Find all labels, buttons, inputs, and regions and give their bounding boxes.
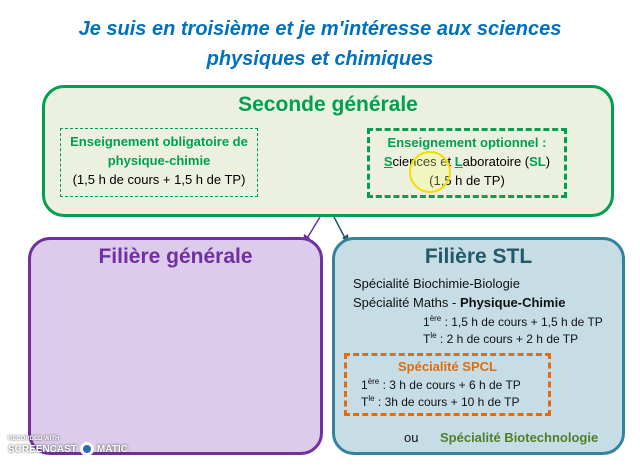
n: 1: [361, 378, 368, 392]
biochimie-label: Biochimie-Biologie: [412, 276, 520, 291]
watermark-logo: SCREENCAST MATIC: [8, 442, 128, 456]
screencast-logo-icon: [79, 442, 94, 456]
paren: ): [545, 154, 551, 169]
spec-maths-pc: Spécialité Maths - Physique-Chimie: [353, 295, 565, 310]
pc-premiere: 1ère : 1,5 h de cours + 1,5 h de TP: [423, 314, 603, 329]
arrow-to-stl: [333, 216, 347, 241]
t: : 3 h de cours + 6 h de TP: [379, 378, 521, 392]
biotech-label: Spécialité Biotechnologie: [440, 430, 599, 445]
screencast-watermark: RECORDED WITH SCREENCAST MATIC: [8, 436, 128, 456]
s: ère: [429, 314, 442, 323]
spec-biochimie: Spécialité Biochimie-Biologie: [353, 276, 520, 291]
spcl-premiere: 1ère : 3 h de cours + 6 h de TP: [361, 377, 521, 392]
generale-box: Filière générale: [28, 237, 323, 455]
s-letter: S: [383, 154, 393, 169]
sl-abbr: SL: [529, 154, 546, 169]
l-letter: L: [454, 154, 463, 169]
n: T: [361, 395, 369, 409]
seconde-box: Seconde générale Enseignement obligatoir…: [42, 85, 614, 217]
spcl-box: Spécialité SPCL 1ère : 3 h de cours + 6 …: [344, 353, 551, 416]
n: 1: [423, 315, 430, 329]
ou-label: ou: [404, 430, 419, 445]
t: : 3h de cours + 10 h de TP: [374, 395, 520, 409]
pc-label: Physique-Chimie: [459, 295, 566, 310]
pc-terminale: Tle : 2 h de cours + 2 h de TP: [423, 331, 578, 346]
optionnel-line1: Enseignement optionnel :: [387, 135, 547, 150]
cursor-highlight: [409, 151, 451, 193]
watermark-line1: RECORDED WITH: [8, 436, 60, 442]
spcl-terminale: Tle : 3h de cours + 10 h de TP: [361, 394, 519, 409]
n: T: [423, 332, 431, 346]
generale-heading: Filière générale: [98, 245, 253, 268]
optionnel-box: Enseignement optionnel : Sciences et Lab…: [367, 128, 567, 198]
watermark-line2: SCREENCAST: [8, 443, 77, 455]
obligatoire-box: Enseignement obligatoire de physique-chi…: [60, 128, 258, 197]
spec-prefix: Spécialité: [353, 276, 413, 291]
seconde-heading: Seconde générale: [238, 93, 418, 116]
stl-box: Filière STL Spécialité Biochimie-Biologi…: [332, 237, 625, 455]
arrow-to-generale: [305, 216, 321, 241]
spcl-heading: Spécialité SPCL: [398, 359, 497, 374]
s: le: [430, 331, 437, 340]
title-line-2: physiques et chimiques: [206, 48, 434, 70]
title-line-1: Je suis en troisième et je m'intéresse a…: [78, 18, 562, 40]
laboratoire-text: aboratoire (: [462, 154, 530, 169]
s: le: [368, 394, 375, 403]
t: : 1,5 h de cours + 1,5 h de TP: [441, 315, 603, 329]
maths-label: Maths -: [412, 295, 460, 310]
stl-heading: Filière STL: [424, 245, 533, 268]
obligatoire-line2: physique-chimie: [107, 153, 211, 168]
obligatoire-line1: Enseignement obligatoire de: [70, 134, 248, 149]
obligatoire-hours: (1,5 h de cours + 1,5 h de TP): [72, 172, 246, 187]
spec-prefix: Spécialité: [353, 295, 413, 310]
t: : 2 h de cours + 2 h de TP: [436, 332, 579, 346]
s: ère: [367, 377, 380, 386]
watermark-line3: MATIC: [96, 443, 128, 455]
